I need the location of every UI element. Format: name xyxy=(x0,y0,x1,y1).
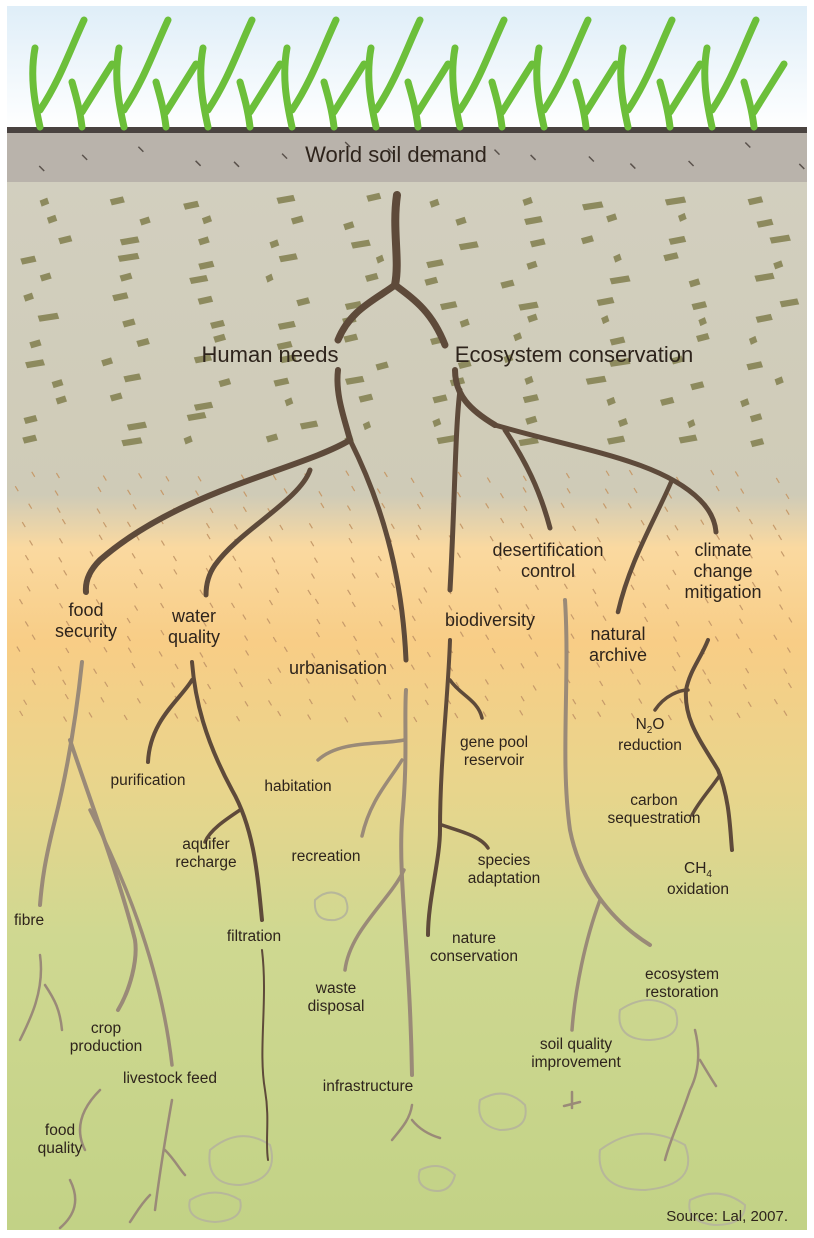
leaf-nature-conservation: nature conservation xyxy=(430,930,518,967)
branch-human-needs: Human needs xyxy=(202,342,339,368)
category-desertification-control: desertification control xyxy=(492,540,603,582)
category-biodiversity: biodiversity xyxy=(445,610,535,631)
leaf-fibre: fibre xyxy=(14,912,44,930)
leaf-waste-disposal: waste disposal xyxy=(308,980,365,1017)
leaf-ch4-oxidation: CH4 oxidation xyxy=(667,860,729,899)
category-climate-change-mitigation: climate change mitigation xyxy=(684,540,761,604)
branch-ecosystem-conservation: Ecosystem conservation xyxy=(455,342,693,368)
root-trunk xyxy=(395,195,397,285)
leaf-n2o-reduction: N2O reduction xyxy=(618,716,682,755)
category-food-security: food security xyxy=(55,600,117,642)
leaf-recreation: recreation xyxy=(292,848,361,866)
leaf-livestock-feed: livestock feed xyxy=(123,1070,217,1088)
leaf-species-adaptation: species adaptation xyxy=(468,852,540,889)
leaf-infrastructure: infrastructure xyxy=(323,1078,413,1096)
category-water-quality: water quality xyxy=(168,606,220,648)
category-urbanisation: urbanisation xyxy=(289,658,387,679)
leaf-carbon-sequestration: carbon sequestration xyxy=(607,792,700,829)
diagram-title: World soil demand xyxy=(305,142,487,168)
leaf-crop-production: crop production xyxy=(70,1020,142,1057)
leaf-filtration: filtration xyxy=(227,928,281,946)
leaf-aquifer-recharge: aquifer recharge xyxy=(175,836,236,873)
leaf-habitation: habitation xyxy=(264,778,331,796)
leaf-gene-pool-reservoir: gene pool reservoir xyxy=(460,734,528,771)
category-natural-archive: natural archive xyxy=(589,624,647,666)
leaf-food-quality: food quality xyxy=(38,1122,83,1159)
leaf-soil-quality-improvement: soil quality improvement xyxy=(531,1036,621,1073)
source-note: Source: Lal, 2007. xyxy=(666,1208,788,1225)
leaf-ecosystem-restoration: ecosystem restoration xyxy=(645,966,719,1003)
leaf-purification: purification xyxy=(111,772,186,790)
